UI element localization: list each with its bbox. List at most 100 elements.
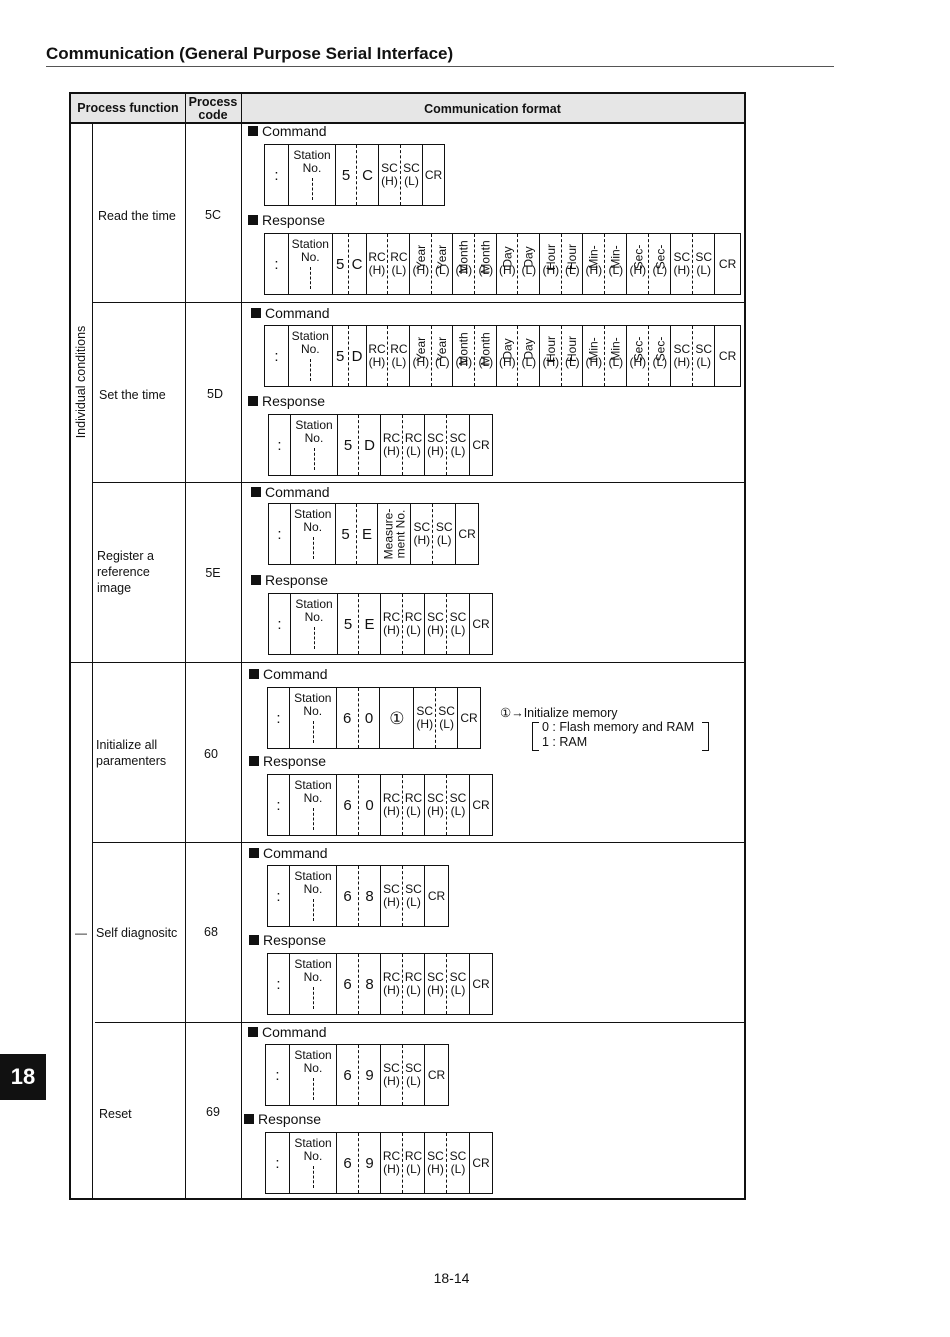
- command-label: Command: [251, 484, 330, 500]
- field-sc-h: SC(H): [425, 775, 447, 835]
- field-cr: CR: [472, 616, 490, 631]
- field-day-l: Day(L): [518, 234, 541, 294]
- field-colon: :: [269, 594, 291, 654]
- field-code-char-2: 8: [359, 954, 381, 1014]
- field-code-char-2: C: [349, 234, 367, 294]
- field-code-char-2: 8: [359, 866, 381, 926]
- page-number: 18-14: [433, 1270, 470, 1286]
- field-sc-h: SC(H): [425, 1133, 447, 1193]
- field-rc-h: RC(H): [367, 234, 389, 294]
- field-code-char-1: 6: [337, 1133, 359, 1193]
- field-sec-l: Sec-(L): [649, 326, 672, 386]
- field-sc-h: SC(H): [671, 326, 694, 386]
- field-cr: CR: [472, 437, 490, 452]
- field-min-h: Min-(H): [583, 326, 606, 386]
- code-5d: 5D: [207, 387, 223, 401]
- bracket-left: [532, 722, 539, 751]
- command-label: Command: [248, 1024, 327, 1040]
- field-code-char-1: 5: [336, 145, 357, 205]
- field-cr: CR: [424, 167, 443, 182]
- field-code-char-2: 9: [359, 1045, 381, 1105]
- function-initialize-all-parameters: Initialize all paramenters: [96, 738, 167, 768]
- field-initialize-option: ①: [380, 688, 415, 748]
- field-year-l: Year(L): [432, 326, 454, 386]
- field-sc-l: SC(L): [447, 775, 470, 835]
- function-set-the-time: Set the time: [99, 388, 166, 402]
- chapter-tab: 18: [0, 1054, 46, 1100]
- code-5e: 5E: [205, 566, 221, 580]
- field-rc-h: RC(H): [381, 415, 403, 475]
- response-label: Response: [244, 1111, 321, 1127]
- field-sc-l: SC(L): [447, 415, 470, 475]
- field-code-char-2: D: [359, 415, 381, 475]
- code-5c: 5C: [205, 208, 221, 222]
- field-cr: CR: [472, 797, 490, 812]
- field-sc-l: SC(L): [436, 688, 459, 748]
- field-sc-l: SC(L): [693, 326, 716, 386]
- field-colon: :: [265, 145, 289, 205]
- field-rc-h: RC(H): [381, 775, 403, 835]
- field-colon: :: [265, 326, 289, 386]
- field-year-l: Year(L): [432, 234, 454, 294]
- field-code-char-2: D: [349, 326, 367, 386]
- field-code-char-1: 5: [333, 326, 349, 386]
- initialize-memory-note-title: ①→Initialize memory: [500, 706, 618, 720]
- field-rc-l: RC(L): [403, 1133, 425, 1193]
- function-register-reference-image: Register a reference image: [97, 549, 154, 595]
- field-rc-l: RC(L): [403, 954, 425, 1014]
- field-colon: :: [268, 954, 290, 1014]
- bullet-square-icon: [248, 126, 258, 136]
- field-code-char-1: 6: [337, 866, 359, 926]
- field-month-l: Month(L): [475, 234, 498, 294]
- code-60: 60: [204, 747, 218, 761]
- bullet-square-icon: [249, 756, 259, 766]
- code-69: 69: [206, 1105, 220, 1119]
- field-cr: CR: [718, 256, 737, 271]
- header-communication-format: Communication format: [424, 102, 561, 116]
- field-cr: CR: [427, 1067, 446, 1082]
- bullet-square-icon: [249, 848, 259, 858]
- bullet-square-icon: [249, 935, 259, 945]
- field-sc-l: SC(L): [447, 594, 470, 654]
- field-cr: CR: [458, 526, 476, 541]
- field-rc-l: RC(L): [388, 234, 411, 294]
- field-sc-l: SC(L): [403, 866, 425, 926]
- field-code-char-2: 0: [359, 775, 381, 835]
- header-process-code-line1: Process: [188, 95, 238, 109]
- field-hour-h: Hour(H): [540, 234, 563, 294]
- field-sc-h: SC(H): [425, 594, 447, 654]
- bullet-square-icon: [249, 669, 259, 679]
- title-rule: [46, 66, 834, 67]
- bullet-square-icon: [248, 215, 258, 225]
- field-sec-l: Sec-(L): [649, 234, 672, 294]
- bullet-square-icon: [248, 1027, 258, 1037]
- field-sc-h: SC(H): [414, 688, 437, 748]
- bullet-square-icon: [248, 396, 258, 406]
- function-self-diagnostic: Self diagnositc: [96, 926, 178, 940]
- response-label: Response: [251, 572, 328, 588]
- field-colon: :: [269, 415, 291, 475]
- column-divider: [241, 94, 242, 1198]
- field-cr: CR: [718, 348, 737, 363]
- column-divider: [185, 94, 186, 1198]
- field-hour-h: Hour(H): [540, 326, 563, 386]
- field-code-char-2: 9: [359, 1133, 381, 1193]
- field-code-char-1: 6: [337, 775, 359, 835]
- field-sc-l: SC(L): [447, 954, 470, 1014]
- row-divider: [92, 482, 744, 483]
